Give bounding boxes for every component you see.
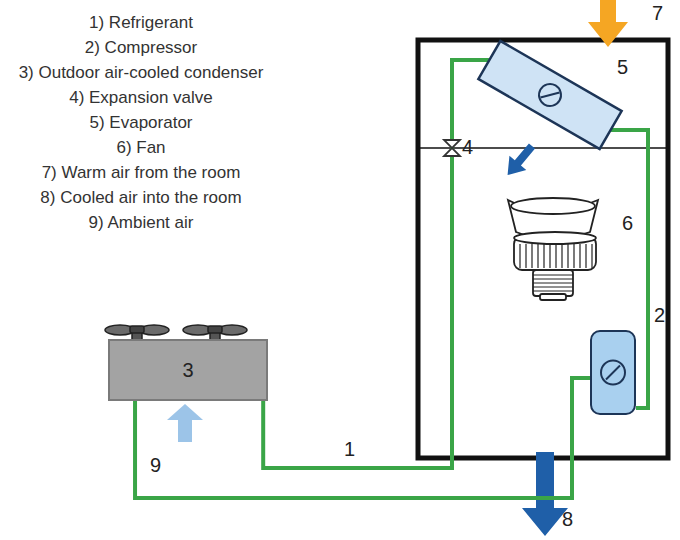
ambient-air-arrow (167, 404, 203, 442)
expansion-valve-symbol (444, 140, 460, 156)
warm-air-arrow (588, 0, 628, 47)
divider-line (420, 147, 666, 149)
unit-housing (418, 40, 668, 458)
fan-illustration (508, 198, 598, 300)
condenser-fans (105, 325, 247, 340)
callout-number: 3 (182, 359, 193, 382)
part-name: 1) Refrigerant (0, 10, 282, 35)
callout-number: 6 (622, 212, 633, 235)
part-name: 4) Expansion valve (0, 85, 282, 110)
evaporator: 5 (475, 40, 625, 150)
part-name: 8) Cooled air into the room (0, 185, 282, 210)
part-name: 9) Ambient air (0, 210, 282, 235)
callout-number: 8 (562, 508, 573, 531)
air-flow-arrow (499, 139, 540, 182)
part-name: 3) Outdoor air-cooled condenser (0, 60, 282, 85)
cooled-air-arrow (522, 452, 568, 536)
compressor: 2 (590, 330, 636, 415)
callout-number: 7 (652, 2, 663, 25)
callout-number: 1 (342, 438, 357, 461)
callout-number: 2 (654, 304, 665, 327)
callout-number: 5 (617, 56, 628, 79)
part-name: 7) Warm air from the room (0, 160, 282, 185)
condenser-box: 3 (108, 339, 268, 401)
parts-list: 1) Refrigerant2) Compressor3) Outdoor ai… (0, 10, 282, 235)
part-name: 5) Evaporator (0, 110, 282, 135)
refrigerant-pipe (263, 60, 489, 468)
callout-number: 9 (150, 454, 161, 477)
callout-number: 4 (462, 136, 473, 159)
evaporator-outline (475, 40, 625, 150)
compressor-outline (592, 332, 638, 417)
part-name: 2) Compressor (0, 35, 282, 60)
part-name: 6) Fan (0, 135, 282, 160)
